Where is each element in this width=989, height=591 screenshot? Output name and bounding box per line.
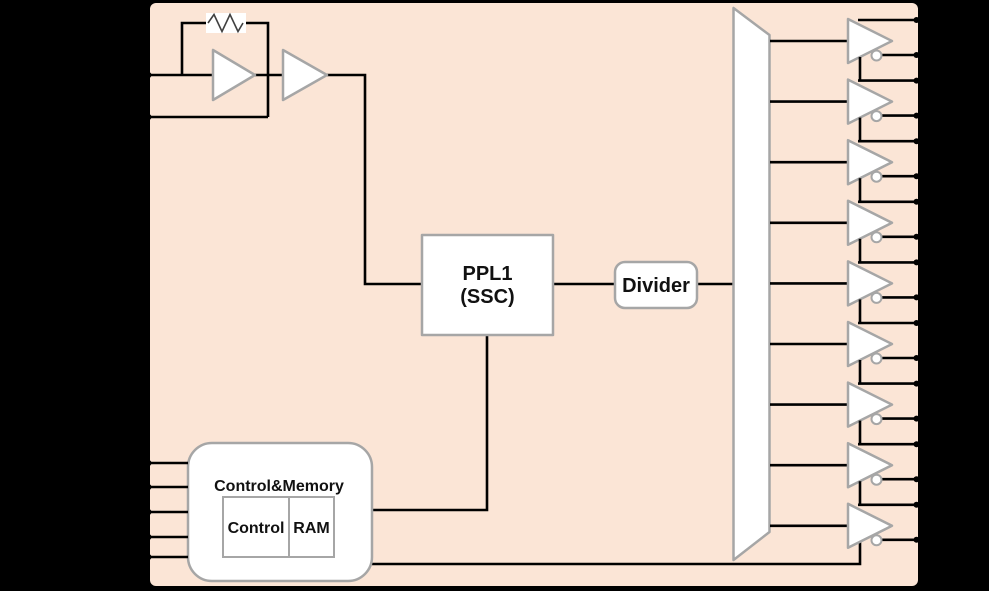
control-to-pll-wire: [372, 335, 489, 512]
pll-block: PPL1 (SSC): [420, 233, 555, 337]
ram-box: [288, 496, 335, 558]
osc-to-pll-wire: [327, 73, 423, 286]
output-buffer-channel: [770, 481, 920, 550]
oscillator-buffer-icon: [281, 48, 329, 102]
inverted-output-bubble-icon: [870, 170, 883, 183]
xin-pin-cap: [145, 72, 152, 78]
pll-label-line2: (SSC): [460, 286, 514, 308]
output-pin-cap: [913, 17, 920, 23]
output-pin-cap: [913, 380, 920, 387]
output-pin-cap: [913, 415, 920, 422]
divider-label: Divider: [622, 275, 690, 297]
output-buffer-channel: [770, 238, 920, 307]
output-pin-cap: [913, 52, 920, 58]
control-input-pin-cap: [145, 460, 152, 466]
output-pin-cap: [913, 536, 920, 543]
control-input-pins: [145, 460, 188, 560]
output-pin-cap: [913, 501, 920, 508]
output-pin-cap: [913, 138, 920, 145]
control-input-pin-cap: [145, 509, 152, 515]
inverted-output-bubble-icon: [870, 231, 883, 244]
output-buffer-channel: [770, 17, 920, 65]
ram-label: RAM: [293, 520, 329, 537]
control-memory-block: Control&Memory Control RAM: [186, 441, 374, 583]
control-input-pin-cap: [145, 534, 152, 540]
output-buffer-icon: [846, 260, 894, 307]
output-pin-cap: [913, 355, 920, 361]
divider-block: Divider: [613, 260, 699, 310]
output-buffer-icon: [846, 138, 894, 186]
output-buffer-channel: [770, 178, 920, 247]
output-pin-cap: [913, 259, 920, 266]
inverted-output-bubble-icon: [870, 534, 883, 547]
output-buffer-channel: [770, 360, 920, 428]
output-buffer-channel: [770, 420, 920, 489]
output-buffer-icon: [846, 381, 894, 428]
output-buffer-icon: [846, 320, 894, 368]
feedback-wire-left: [180, 21, 207, 75]
feedback-resistor-icon: [207, 12, 244, 34]
output-buffer-icon: [846, 502, 894, 550]
output-pin-cap: [913, 198, 920, 205]
inverted-output-bubble-icon: [870, 110, 883, 123]
pll-label-line1: PPL1: [462, 263, 512, 285]
output-pin-cap: [913, 476, 920, 483]
control-label: Control: [228, 520, 285, 537]
inverted-output-bubble-icon: [870, 352, 883, 365]
output-buffer-channel: [770, 117, 920, 186]
control-box: [222, 496, 290, 558]
output-buffer-icon: [846, 17, 894, 65]
xout-pin-cap: [145, 114, 152, 120]
output-buffer-array: [770, 17, 920, 550]
output-buffer-icon: [846, 199, 894, 247]
output-buffer-channel: [770, 57, 920, 125]
feedback-wire-right: [243, 21, 270, 117]
output-buffer-icon: [846, 441, 894, 489]
output-pin-cap: [913, 441, 920, 448]
output-mux: [732, 6, 771, 562]
divider-box: [613, 260, 699, 310]
control-input-pin-cap: [145, 554, 152, 560]
control-to-output-chain-wire: [372, 542, 862, 566]
control-memory-title: Control&Memory: [214, 478, 344, 495]
output-pin-cap: [913, 320, 920, 326]
control-input-pin-cap: [145, 484, 152, 490]
inverted-output-bubble-icon: [870, 49, 883, 62]
output-pin-cap: [913, 77, 920, 84]
inverted-output-bubble-icon: [870, 413, 883, 426]
inverted-output-bubble-icon: [870, 473, 883, 486]
output-pin-cap: [913, 173, 920, 180]
output-buffer-channel: [770, 299, 920, 368]
oscillator-amp-icon: [211, 48, 257, 102]
crystal-oscillator-section: [145, 12, 423, 286]
output-buffer-icon: [846, 78, 894, 125]
output-pin-cap: [913, 112, 920, 119]
output-pin-cap: [913, 294, 920, 301]
pll-box: [420, 233, 555, 337]
inverted-output-bubble-icon: [870, 291, 883, 304]
output-pin-cap: [913, 233, 920, 240]
